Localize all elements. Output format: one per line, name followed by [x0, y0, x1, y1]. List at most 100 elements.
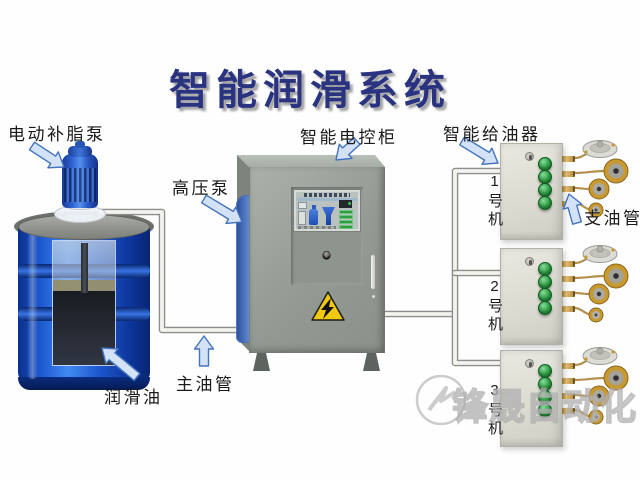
brass-fitting: [562, 291, 575, 297]
hmi-green-bar: [339, 210, 353, 214]
branch-oil-pipe: [575, 258, 590, 263]
bearing-stud-icon: [611, 248, 614, 251]
bearing-stud-icon: [611, 143, 614, 146]
hmi-green-bar: [339, 215, 353, 219]
hmi-title-bar: [304, 193, 350, 197]
bearing-icon: [609, 164, 624, 179]
control-cabinet: [235, 155, 393, 383]
bearing-icon: [613, 168, 619, 174]
arrow-branch-pipe-icon: [563, 194, 581, 224]
branch-oil-pipe: [575, 360, 590, 365]
feeder-button: [538, 364, 552, 378]
feeder-button: [538, 170, 552, 184]
oil-feeder-box-1: [500, 143, 563, 240]
feeder-button: [538, 288, 552, 302]
bearing-icon: [590, 249, 610, 258]
bearing-icon: [593, 288, 605, 300]
branch-oil-pipe: [575, 153, 590, 158]
bearing-icon: [590, 351, 610, 360]
arrow-grease-pump-icon: [30, 142, 65, 168]
brass-fitting: [562, 306, 575, 312]
feeder-button: [538, 196, 552, 210]
bearing-icon: [589, 179, 609, 199]
bearing-icon: [609, 269, 624, 284]
brass-fitting: [562, 156, 575, 162]
branch-oil-pipe: [575, 188, 589, 189]
bearing-stud-icon: [584, 357, 587, 360]
feeder-button: [538, 301, 552, 315]
motor-fins: [64, 168, 96, 202]
bearing-icon: [592, 311, 600, 319]
cabinet-leg: [253, 353, 270, 371]
oil-feeder-box-2: [500, 248, 563, 345]
arrow-main-pipe-icon: [195, 336, 214, 366]
hmi-status-led: [348, 202, 351, 205]
bearing-stud-icon: [584, 255, 587, 258]
bearing-icon: [590, 144, 610, 153]
brass-fitting: [562, 171, 575, 177]
label-grease-pump: 电动补脂泵: [8, 120, 106, 145]
branch-oil-pipe: [575, 171, 604, 173]
branch-oil-pipe: [575, 293, 589, 294]
branch-oil-pipe: [575, 308, 589, 314]
brass-fitting: [562, 363, 575, 369]
branch-oil-pipe: [575, 276, 604, 278]
door-handle: [371, 255, 375, 289]
bearing-icon: [597, 246, 603, 252]
indicator-light-gray: [323, 251, 330, 258]
label-oil: 润滑油: [104, 383, 163, 408]
bearing-icon: [597, 141, 603, 147]
bearing-icon: [597, 292, 601, 296]
hmi-green-bar: [339, 225, 353, 229]
bearing-icon: [595, 314, 598, 317]
hmi-tank-icon: [309, 209, 318, 225]
bearing-stud-icon: [611, 350, 614, 353]
label-feeder: 智能给油器: [443, 120, 541, 145]
bearing-icon: [583, 141, 617, 158]
feeder-button: [538, 183, 552, 197]
oil-level-window: [52, 240, 116, 366]
feeder-button: [538, 157, 552, 171]
bearing-icon: [597, 348, 603, 354]
bearing-icon: [583, 348, 617, 365]
bearing-icon: [604, 159, 628, 183]
label-cabinet: 智能电控柜: [300, 123, 398, 148]
label-hp-pump: 高压泵: [172, 174, 231, 199]
suction-rod: [81, 243, 88, 293]
brass-fitting: [562, 186, 575, 192]
bearing-stud-icon: [584, 150, 587, 153]
page-title: 智能润滑系统: [0, 56, 620, 116]
barrel-highlight: [27, 233, 38, 379]
cabinet-top-face: [235, 155, 393, 167]
cabinet-leg: [363, 353, 380, 371]
hmi-green-bar: [339, 220, 353, 224]
hmi-panel: [298, 202, 307, 209]
hmi-panel: [298, 211, 306, 225]
bearing-icon: [604, 264, 628, 288]
indicator-grid: [298, 234, 354, 274]
hmi-hopper-icon: [322, 207, 335, 225]
brass-fitting: [562, 261, 575, 267]
label-machine-2: 2号机: [484, 278, 505, 334]
hmi-screen: [294, 190, 360, 231]
bearing-icon: [613, 273, 619, 279]
keyhole-icon: [525, 152, 534, 161]
bearing-icon: [589, 284, 609, 304]
bearing-icon: [583, 246, 617, 263]
feeder-button: [538, 262, 552, 276]
label-machine-1: 1号机: [484, 173, 505, 229]
keyhole-icon: [525, 359, 534, 368]
bearing-icon: [589, 308, 603, 322]
lubricating-oil: [53, 291, 115, 365]
watermark-text: 锋晟自动化: [452, 378, 637, 430]
door-lock-dot: [372, 295, 375, 298]
label-main-pipe: 主油管: [176, 370, 235, 395]
bearing-icon: [593, 183, 605, 195]
label-branch-pipe: 支油管: [584, 204, 640, 229]
feeder-button: [538, 275, 552, 289]
brass-fitting: [562, 201, 575, 207]
bearing-icon: [597, 187, 601, 191]
brass-fitting: [562, 276, 575, 282]
hmi-button-row: [298, 226, 336, 229]
